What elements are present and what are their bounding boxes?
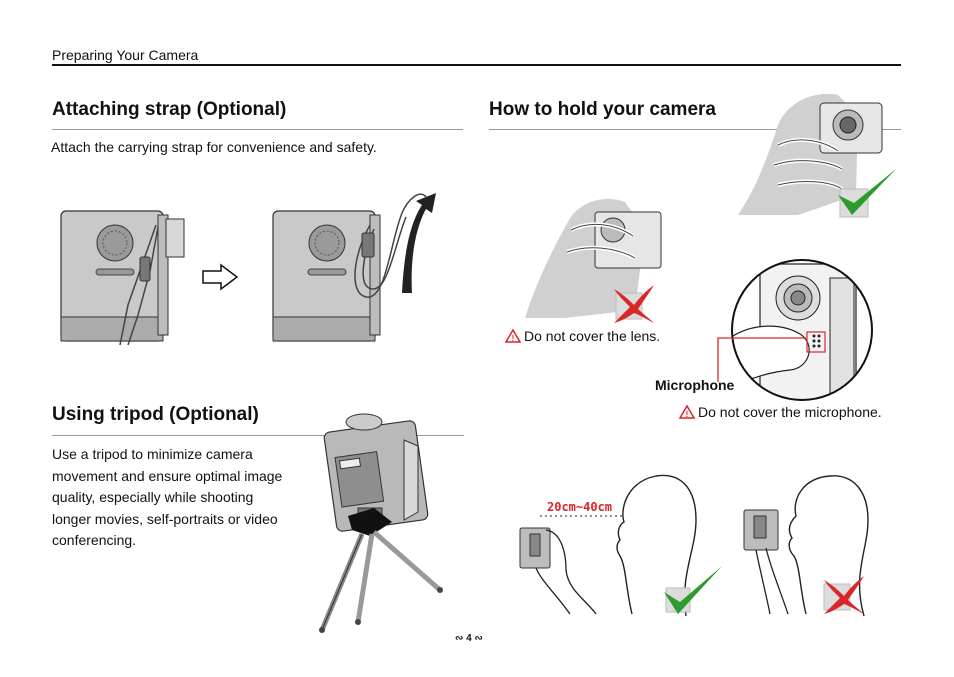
microphone-warning: ! Do not cover the microphone.	[678, 404, 882, 420]
tripod-section-title: Using tripod (Optional)	[52, 404, 259, 425]
hold-section-title: How to hold your camera	[489, 99, 716, 120]
arrow-right-icon	[202, 263, 239, 291]
distance-label: 20cm~40cm	[547, 500, 613, 514]
incorrect-hold-lens-illustration	[525, 198, 662, 318]
incorrect-cross-icon	[614, 285, 654, 323]
incorrect-distance-illustration	[743, 475, 869, 617]
correct-check-icon	[838, 169, 896, 218]
strap-title-rule	[52, 129, 463, 130]
incorrect-distance-cross-icon	[823, 576, 864, 614]
warning-icon: !	[504, 328, 522, 343]
page-ornament-left-icon: ∾	[455, 633, 464, 644]
microphone-warning-text: Do not cover the microphone.	[698, 404, 882, 420]
page-ornament-right-icon: ∾	[474, 633, 483, 644]
strap-instructions: Attach the carrying strap for convenienc…	[51, 139, 377, 155]
warning-icon: !	[678, 404, 696, 419]
page-header: Preparing Your Camera	[52, 47, 199, 63]
camera-on-tripod-illustration	[319, 413, 443, 633]
svg-text:!: !	[686, 410, 689, 419]
lens-warning-text: Do not cover the lens.	[524, 328, 661, 344]
hold-title-rule	[489, 129, 901, 130]
microphone-label: Microphone	[655, 377, 735, 393]
page-number: ∾ 4 ∾	[455, 633, 483, 644]
tripod-title-rule	[52, 435, 464, 436]
strap-section-title: Attaching strap (Optional)	[52, 99, 287, 120]
camera-strap-after-illustration	[272, 193, 436, 342]
microphone-callout-line	[717, 337, 806, 382]
correct-hold-illustration	[738, 93, 883, 215]
header-rule	[52, 64, 901, 66]
lens-warning: ! Do not cover the lens.	[504, 328, 661, 344]
microphone-detail-illustration	[731, 259, 873, 401]
correct-distance-check-icon	[664, 566, 722, 614]
tripod-instructions: Use a tripod to minimize camera movement…	[52, 446, 283, 548]
correct-distance-illustration	[519, 474, 697, 617]
page-number-text: 4	[466, 633, 472, 644]
svg-text:!: !	[512, 334, 515, 343]
camera-strap-before-illustration	[60, 210, 185, 346]
